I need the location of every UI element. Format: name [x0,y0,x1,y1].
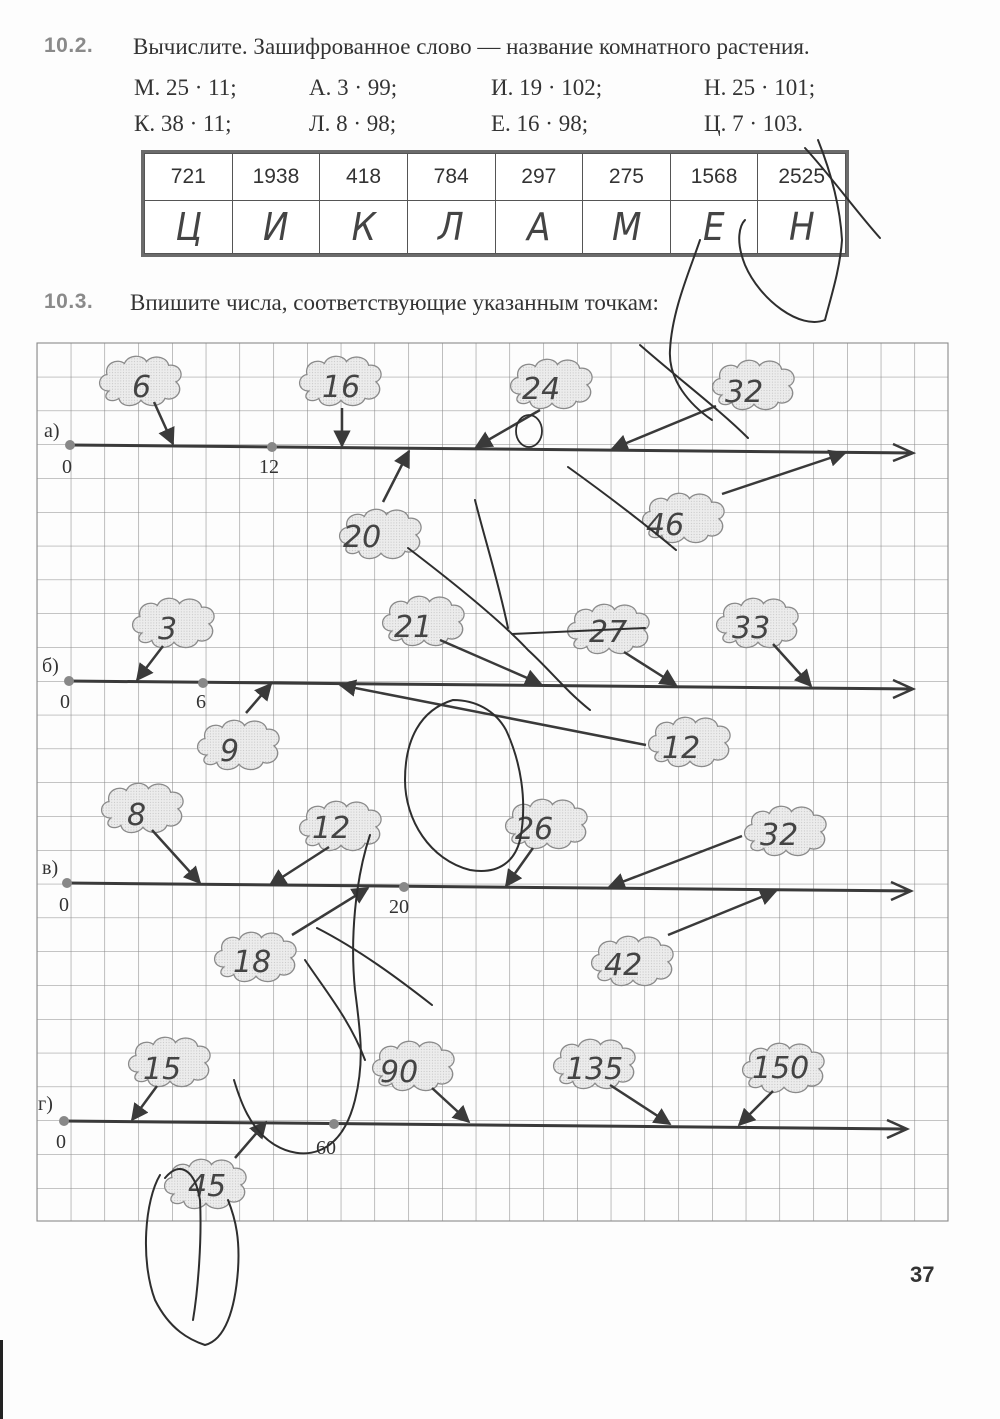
answer-letter-cell[interactable]: Л [411,200,492,254]
svg-text:21: 21 [394,610,432,645]
tick-point [267,442,277,452]
svg-text:12: 12 [662,731,700,766]
tick-point [399,882,409,892]
cipher-numbers-row: 721 1938 418 784 297 275 1568 2525 [144,153,846,201]
number-line-b: б) 0 6 3 21 27 33 9 12 [42,595,917,771]
answer-cloud[interactable]: 90 [371,1040,455,1092]
svg-text:45: 45 [188,1169,226,1204]
expression-l: Л. 8 · 98; [309,111,397,136]
answer-cloud[interactable]: 15 [127,1036,211,1088]
answer-cloud[interactable]: 46 [641,492,725,544]
tick-label: 0 [59,894,69,916]
tick-point [329,1119,339,1129]
expression-a: А. 3 · 99; [309,75,398,100]
line-label-a: а) [44,420,60,442]
expression-m: М. 25 · 11; [134,75,237,100]
answer-cloud[interactable]: 42 [590,935,674,987]
tick-label: 0 [56,1131,66,1153]
svg-text:18: 18 [233,945,271,980]
page-number: 37 [910,1262,935,1287]
cipher-number-cell: 1938 [231,153,321,201]
answer-cloud[interactable]: 21 [381,595,465,647]
cipher-number-cell: 275 [582,153,671,201]
expression-n: Н. 25 · 101; [704,75,816,100]
tick-label: 12 [259,456,279,478]
task-number-10-3: 10.3. [44,290,94,313]
answer-cloud[interactable]: 24 [509,358,593,410]
answer-cloud[interactable]: 27 [566,603,650,655]
answer-cloud[interactable]: 8 [100,782,184,834]
svg-text:12: 12 [312,811,350,846]
task-instruction-10-2: Вычислите. Зашифрованное слово — названи… [133,34,810,59]
answer-cloud[interactable]: 32 [743,805,827,857]
answer-letter-cell[interactable]: К [323,200,404,254]
svg-text:26: 26 [515,812,553,847]
answer-cloud[interactable]: 6 [98,355,182,407]
cipher-answers-row: Ц И К Л А М Е Н [145,200,846,254]
answer-cloud[interactable]: 33 [715,597,799,649]
answer-letter-cell[interactable]: И [236,200,316,254]
svg-text:27: 27 [589,615,627,650]
answer-letter-cell[interactable]: Н [761,200,842,254]
scan-edge-mark [0,1340,3,1419]
expression-ts: Ц. 7 · 103. [704,111,804,136]
cipher-number-cell: 721 [144,153,233,201]
svg-text:42: 42 [604,948,642,983]
line-label-v: в) [42,857,58,879]
expression-e: Е. 16 · 98; [491,111,589,136]
svg-text:150: 150 [752,1051,809,1086]
tick-point [198,678,208,688]
svg-text:16: 16 [322,370,360,405]
svg-text:3: 3 [158,612,177,647]
cipher-number-cell: 297 [494,153,584,201]
svg-text:135: 135 [566,1052,623,1087]
tick-point-zero [59,1116,69,1126]
svg-text:24: 24 [522,372,560,407]
pen-scribbles [144,139,881,1347]
svg-text:46: 46 [646,508,684,543]
answer-cloud[interactable]: 18 [213,931,297,983]
cipher-table: 721 1938 418 784 297 275 1568 2525 Ц И К… [141,150,849,257]
answer-cloud[interactable]: 135 [552,1038,636,1090]
answer-cloud[interactable]: 16 [298,355,382,407]
answer-cloud[interactable]: 9 [196,719,280,771]
answer-letter-cell[interactable]: Ц [148,200,229,254]
svg-text:6: 6 [132,370,151,405]
answer-cloud[interactable]: 3 [131,597,215,649]
expression-i: И. 19 · 102; [491,75,603,100]
tick-point-zero [65,440,75,450]
tick-label: 6 [196,691,206,713]
tick-label: 20 [389,896,409,918]
line-label-b: б) [42,655,59,677]
answer-cloud[interactable]: 12 [298,800,382,852]
cipher-number-cell: 1568 [669,153,759,201]
number-line-v: в) 0 20 8 12 26 32 18 42 [42,782,915,987]
answer-cloud[interactable]: 12 [647,716,731,768]
answer-cloud[interactable]: 45 [163,1158,247,1210]
svg-text:15: 15 [143,1052,181,1087]
cipher-number-cell: 784 [406,153,496,201]
task-number-10-2: 10.2. [44,34,94,57]
tick-point-zero [62,878,72,888]
svg-text:20: 20 [343,520,381,555]
answer-cloud[interactable]: 150 [741,1042,825,1094]
answer-letter-cell[interactable]: М [586,200,667,254]
task-instruction-10-3: Впишите числа, соответствующие указанным… [130,290,659,315]
answer-cloud[interactable]: 20 [338,508,422,560]
answer-cloud[interactable]: 32 [711,359,795,411]
tick-label: 0 [62,456,72,478]
svg-text:33: 33 [732,611,770,646]
expression-k: К. 38 · 11; [134,111,232,136]
tick-point-zero [64,676,74,686]
svg-text:32: 32 [760,818,798,853]
svg-text:9: 9 [220,734,239,769]
svg-text:8: 8 [127,798,146,833]
graph-paper-grid [36,342,949,1222]
svg-text:90: 90 [380,1055,418,1090]
number-line-a: а) 0 12 6 16 24 32 20 46 [44,355,917,560]
svg-text:32: 32 [725,375,763,410]
answer-letter-cell[interactable]: А [498,200,579,254]
tick-label: 0 [60,691,70,713]
line-label-g: г) [38,1093,53,1115]
